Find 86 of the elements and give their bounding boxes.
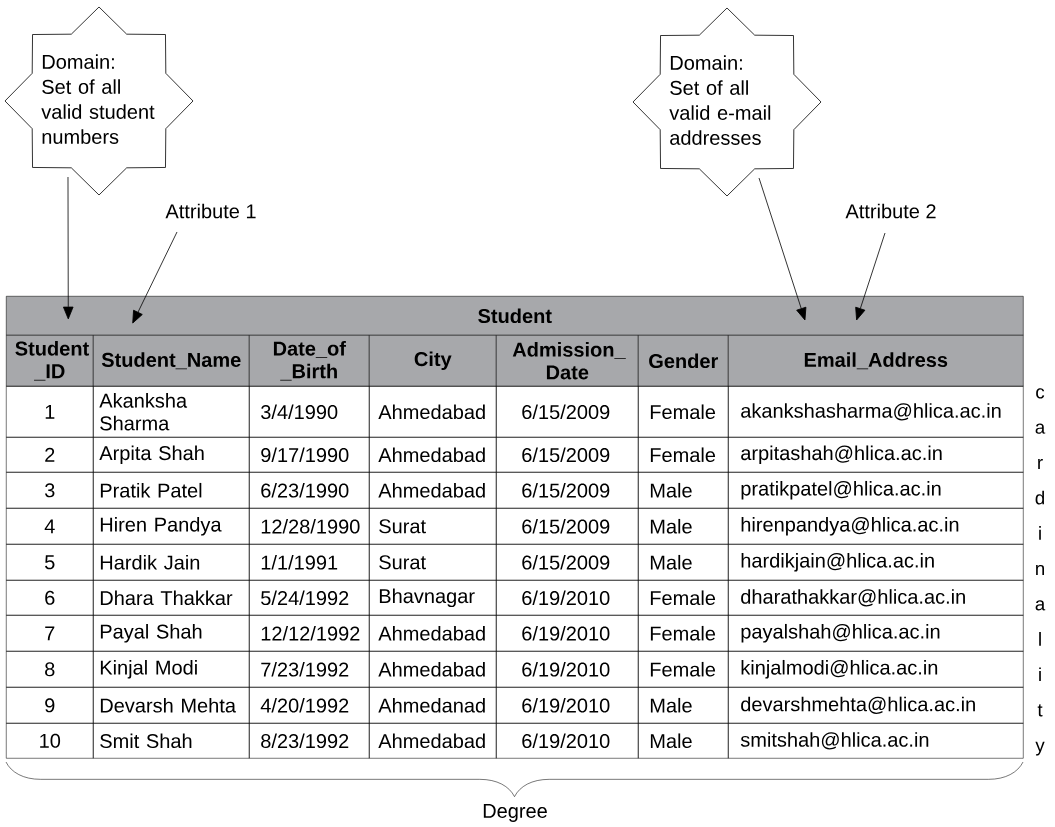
table-cell: Pratik Patel bbox=[93, 472, 250, 509]
arrow bbox=[63, 176, 74, 320]
table-cell: dharathakkar@hlica.ac.in bbox=[728, 580, 1024, 616]
table-cell: Devarsh Mehta bbox=[93, 687, 250, 724]
table-cell: 6 bbox=[6, 580, 94, 616]
table-cell: Ahmedabad bbox=[369, 386, 497, 438]
table-cell: Hiren Pandya bbox=[93, 508, 250, 545]
table-cell: Ahmedabad bbox=[369, 651, 497, 688]
arrow bbox=[758, 177, 807, 321]
table-cell: Male bbox=[638, 687, 729, 724]
table-cell: 6/15/2009 bbox=[496, 472, 639, 509]
table-cell: pratikpatel@hlica.ac.in bbox=[728, 472, 1024, 509]
table-cell: smitshah@hlica.ac.in bbox=[728, 723, 1024, 759]
table-cell: 6/15/2009 bbox=[496, 437, 639, 473]
table-cell: Ahmedabad bbox=[369, 615, 497, 652]
table-cell: 5 bbox=[6, 544, 94, 581]
header-cell: City bbox=[369, 335, 497, 387]
table-cell: payalshah@hlica.ac.in bbox=[728, 615, 1024, 652]
table-cell: 12/12/1992 bbox=[249, 615, 370, 652]
table-cell: Dhara Thakkar bbox=[93, 580, 250, 616]
table-cell: Ahmedabad bbox=[369, 723, 497, 759]
table-cell: 9/17/1990 bbox=[249, 437, 370, 473]
table-cell: 6/19/2010 bbox=[496, 651, 639, 688]
table-cell: 6/19/2010 bbox=[496, 687, 639, 724]
table-cell: 1/1/1991 bbox=[249, 544, 370, 581]
table-cell: 8/23/1992 bbox=[249, 723, 370, 759]
vertical-label: cardinality bbox=[1035, 388, 1046, 756]
header-cell: Student _ID bbox=[6, 335, 94, 387]
attribute-label: Attribute 1 bbox=[165, 203, 256, 219]
table-cell: 2 bbox=[6, 437, 94, 473]
table-cell: Female bbox=[638, 386, 729, 438]
table-cell: Ahmedabad bbox=[369, 472, 497, 509]
table-cell: 3/4/1990 bbox=[249, 386, 370, 438]
table-cell: akankshasharma@hlica.ac.in bbox=[728, 386, 1024, 438]
star-callout: Domain: Set of all valid e-mail addresses bbox=[632, 7, 822, 197]
table-cell: 5/24/1992 bbox=[249, 580, 370, 616]
table-cell: Female bbox=[638, 580, 729, 616]
table-cell: 6/15/2009 bbox=[496, 508, 639, 545]
table-cell: Hardik Jain bbox=[93, 544, 250, 581]
table-cell: 6/15/2009 bbox=[496, 386, 639, 438]
table-cell: Bhavnagar bbox=[369, 580, 497, 616]
table-cell: devarshmehta@hlica.ac.in bbox=[728, 687, 1024, 724]
table-cell: Male bbox=[638, 544, 729, 581]
table-cell: Male bbox=[638, 723, 729, 759]
header-cell: Gender bbox=[638, 335, 729, 387]
table-cell: Arpita Shah bbox=[93, 437, 250, 473]
table-cell: Ahmedanad bbox=[369, 687, 497, 724]
table-cell: hardikjain@hlica.ac.in bbox=[728, 544, 1024, 581]
header-cell: Student_Name bbox=[93, 335, 250, 387]
table-cell: Ahmedabad bbox=[369, 437, 497, 473]
attribute-label: Attribute 2 bbox=[845, 203, 936, 219]
arrow bbox=[855, 232, 886, 321]
table-cell: 8 bbox=[6, 651, 94, 688]
table-cell: arpitashah@hlica.ac.in bbox=[728, 437, 1024, 473]
table-cell: Female bbox=[638, 437, 729, 473]
table-cell: 6/23/1990 bbox=[249, 472, 370, 509]
table-cell: Payal Shah bbox=[93, 615, 250, 652]
table-cell: 4/20/1992 bbox=[249, 687, 370, 724]
table-cell: Male bbox=[638, 472, 729, 509]
header-cell: Date_of _Birth bbox=[249, 335, 370, 387]
header-cell: Admission_ Date bbox=[496, 335, 639, 387]
table-cell: Kinjal Modi bbox=[93, 651, 250, 688]
table-cell: 6/19/2010 bbox=[496, 723, 639, 759]
table-cell: Surat bbox=[369, 508, 497, 545]
table-cell: 6/19/2010 bbox=[496, 580, 639, 616]
table-cell: hirenpandya@hlica.ac.in bbox=[728, 508, 1024, 545]
table-cell: Female bbox=[638, 651, 729, 688]
table-cell: 6/15/2009 bbox=[496, 544, 639, 581]
table-cell: 7 bbox=[6, 615, 94, 652]
table-cell: 1 bbox=[6, 386, 94, 438]
table-cell: 3 bbox=[6, 472, 94, 509]
table-cell: Akanksha Sharma bbox=[93, 386, 250, 438]
table-cell: kinjalmodi@hlica.ac.in bbox=[728, 651, 1024, 688]
table-cell: Smit Shah bbox=[93, 723, 250, 759]
table-cell: 7/23/1992 bbox=[249, 651, 370, 688]
table-cell: 12/28/1990 bbox=[249, 508, 370, 545]
star-callout: Domain: Set of all valid student numbers bbox=[4, 6, 194, 196]
arrow bbox=[132, 231, 178, 324]
brace-label: Degree bbox=[483, 804, 547, 822]
table-cell: 4 bbox=[6, 508, 94, 545]
table-cell: 9 bbox=[6, 687, 94, 724]
table-cell: Surat bbox=[369, 544, 497, 581]
table-cell: 6/19/2010 bbox=[496, 615, 639, 652]
table-cell: 10 bbox=[6, 723, 94, 759]
table-cell: Female bbox=[638, 615, 729, 652]
table-cell: Male bbox=[638, 508, 729, 545]
